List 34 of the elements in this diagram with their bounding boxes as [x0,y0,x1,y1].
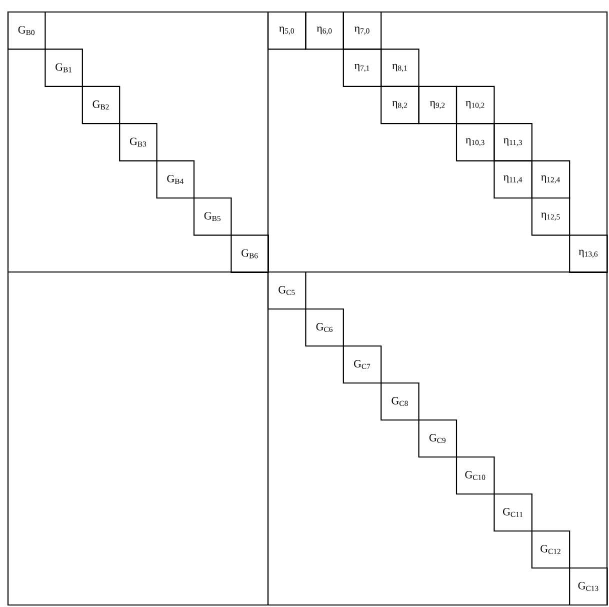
matrix-cell: G$_{C9}$ [418,419,458,458]
matrix-cell: η$_{11,3}$ [494,123,532,162]
matrix-cell: G$_{B4}$ [156,160,195,199]
matrix-cell: G$_{B6}$ [230,234,269,273]
matrix-cell: η$_{6,0}$ [305,11,344,50]
matrix-cell: η$_{9,2}$ [418,86,458,124]
matrix-cell: G$_{C12}$ [531,530,570,569]
matrix-cell: η$_{8,1}$ [380,48,420,87]
matrix-cell: η$_{7,0}$ [342,11,382,50]
matrix-cell: G$_{C13}$ [569,567,608,606]
matrix-cell: G$_{B3}$ [119,123,158,162]
matrix-block [267,271,608,606]
matrix-cell: η$_{13,6}$ [569,234,608,273]
matrix-cell: G$_{B0}$ [7,11,46,50]
matrix-cell: G$_{C7}$ [342,345,382,384]
matrix-cell: G$_{C6}$ [305,308,344,347]
matrix-cell: η$_{10,2}$ [456,86,495,124]
matrix-cell: G$_{C11}$ [494,493,532,532]
matrix-cell: η$_{7,1}$ [342,48,382,87]
matrix-cell: η$_{12,5}$ [531,197,570,236]
matrix-cell: η$_{11,4}$ [494,160,532,199]
matrix-cell: G$_{C8}$ [380,382,420,421]
matrix-block [267,11,608,273]
matrix-cell: η$_{10,3}$ [456,123,495,162]
matrix-cell: η$_{12,4}$ [531,160,570,199]
matrix-cell: η$_{5,0}$ [267,11,306,50]
matrix-cell: G$_{B1}$ [44,48,83,87]
matrix-block [7,271,269,606]
matrix-cell: G$_{B2}$ [82,86,120,124]
matrix-cell: G$_{C5}$ [267,271,306,310]
matrix-cell: η$_{8,2}$ [380,86,420,124]
matrix-cell: G$_{B5}$ [193,197,232,236]
matrix-block [7,11,269,273]
matrix-cell: G$_{C10}$ [456,456,495,495]
